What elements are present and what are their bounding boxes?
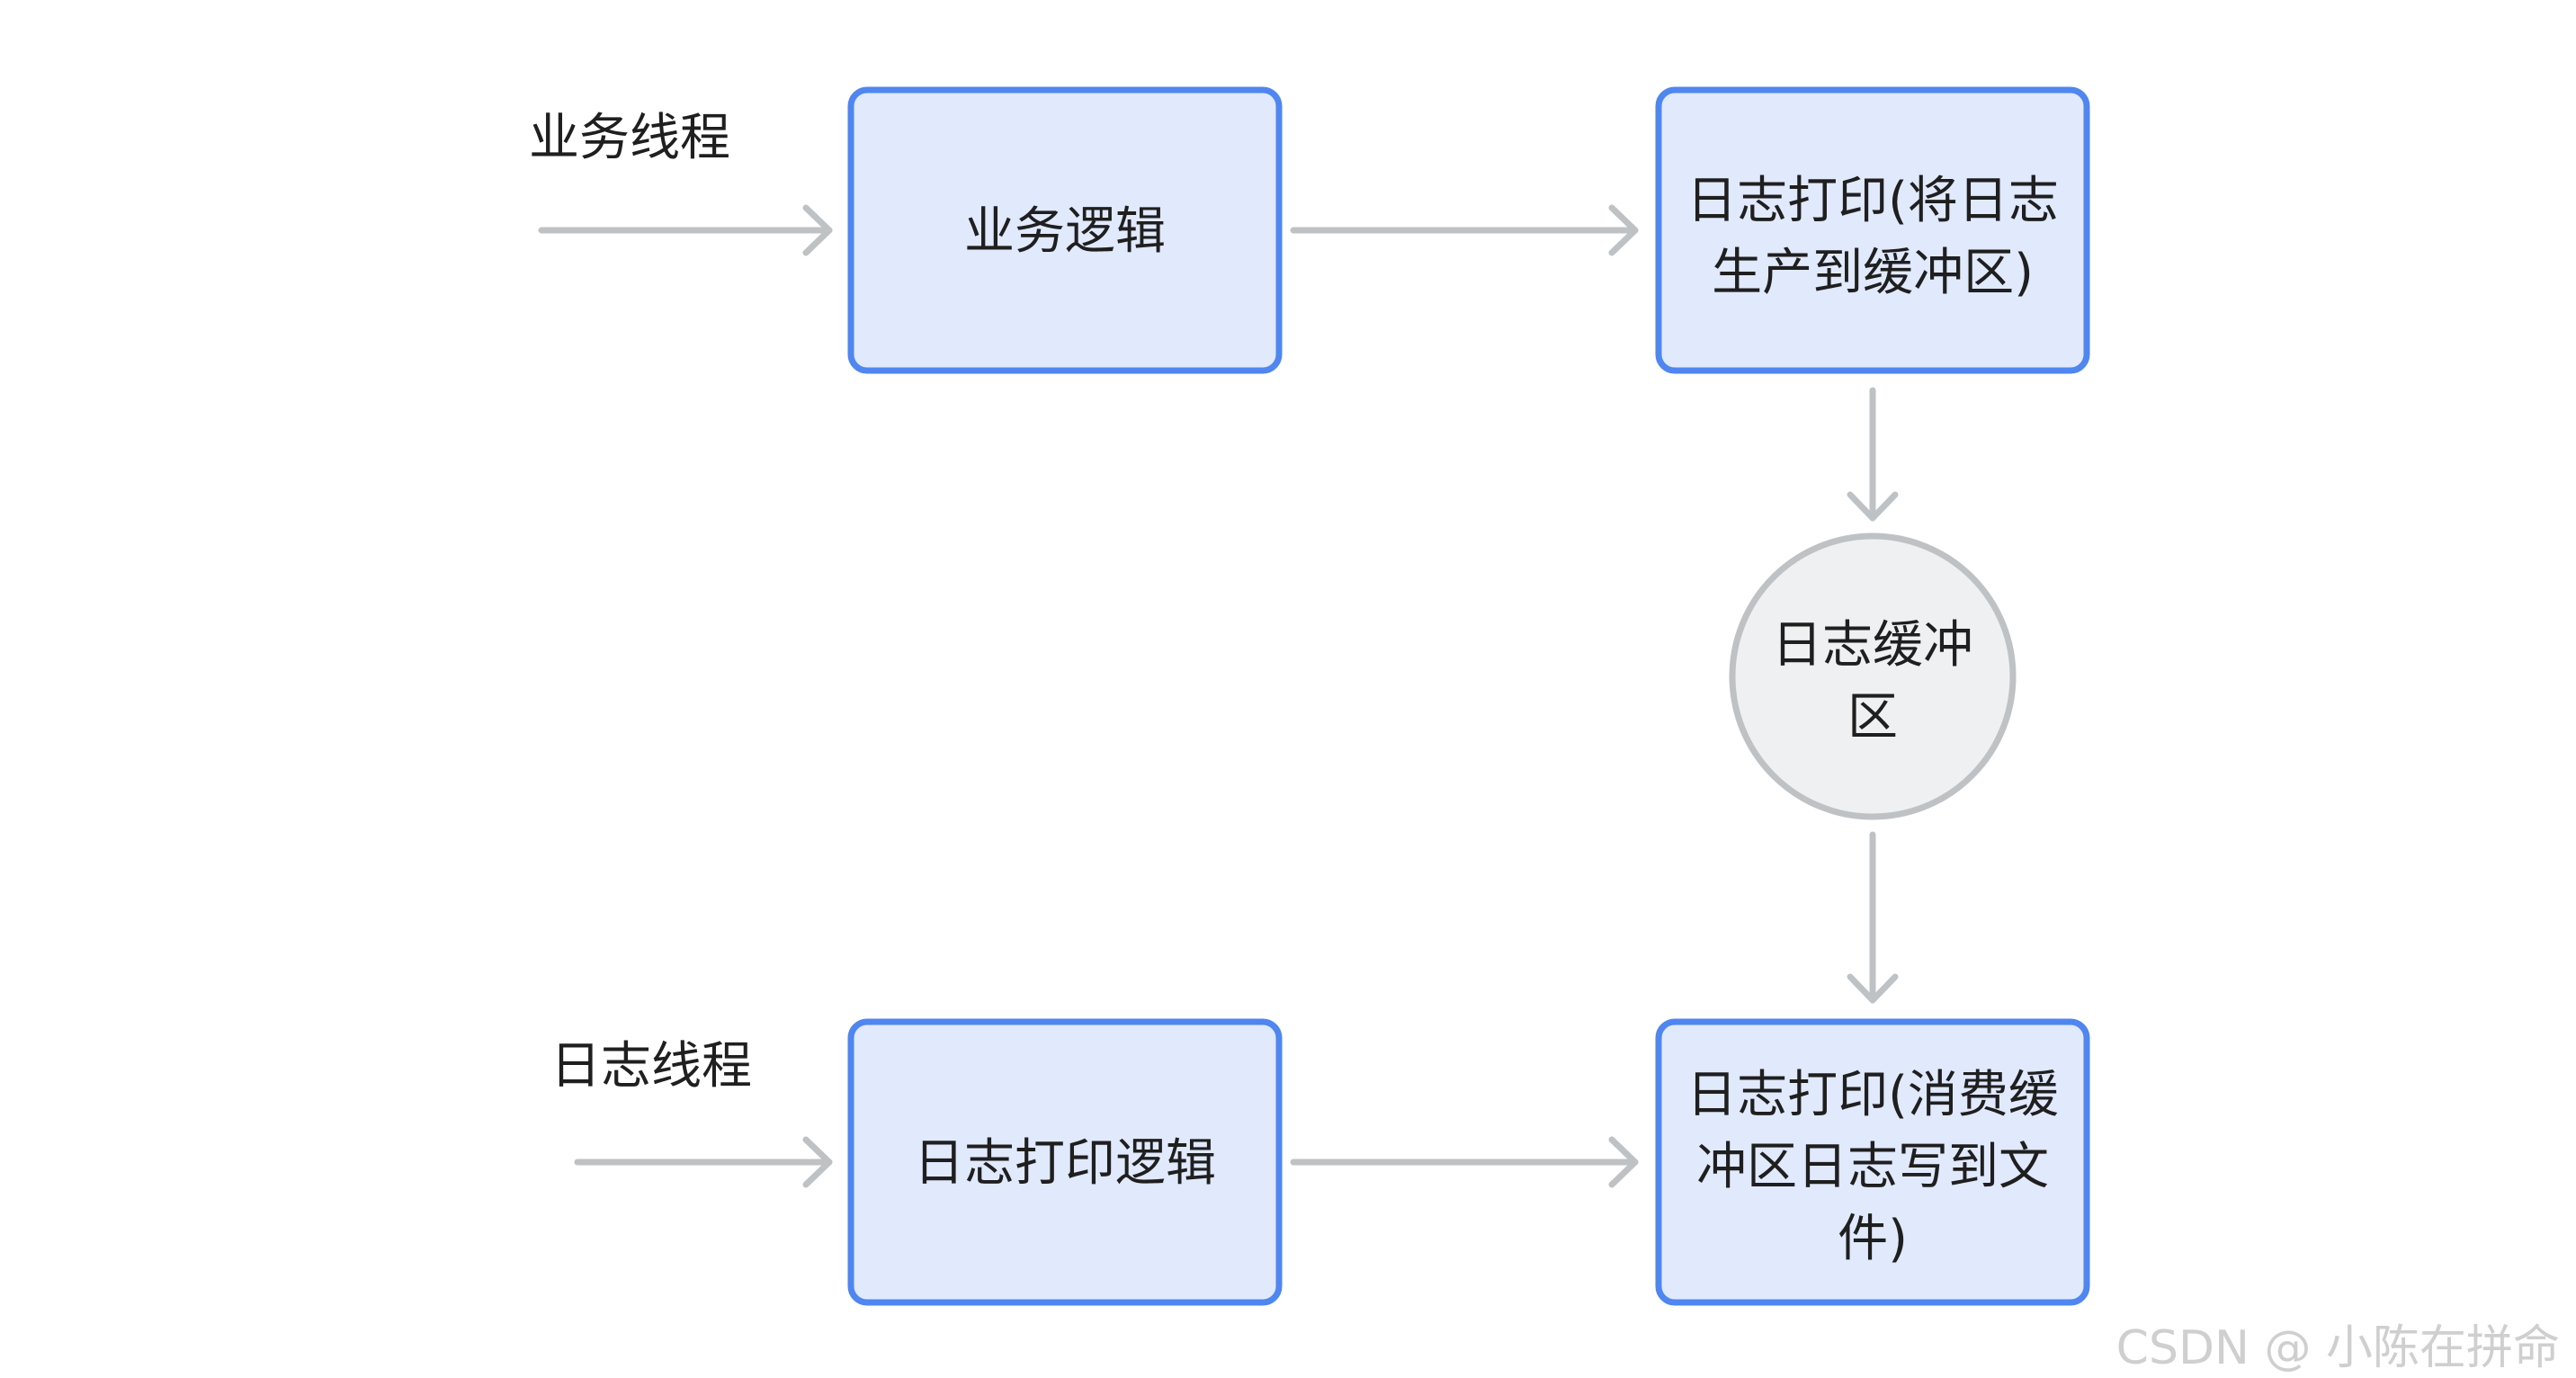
arrow-business-thread-to-business-logic: [538, 204, 833, 256]
arrow-log-thread-to-log-print-logic: [574, 1136, 833, 1188]
log-print-consume-node: 日志打印(消费缓 冲区日志写到文 件): [1655, 1018, 2090, 1306]
log-print-logic-node: 日志打印逻辑: [847, 1018, 1283, 1306]
arrow-business-logic-to-log-produce: [1290, 204, 1639, 256]
arrow-log-print-logic-to-log-consume: [1290, 1136, 1639, 1188]
business-logic-node: 业务逻辑: [847, 86, 1283, 374]
watermark: CSDN @ 小陈在拼命: [2116, 1321, 2560, 1375]
business-logic-label: 业务逻辑: [964, 202, 1166, 261]
arrows: [538, 204, 1899, 1188]
log-buffer-label-line1: 日志缓冲: [1772, 616, 1973, 675]
log-print-consume-label-line1: 日志打印(消费缓: [1686, 1066, 2059, 1124]
log-print-produce-label-line1: 日志打印(将日志: [1686, 172, 2059, 230]
log-print-consume-label-line3: 件): [1838, 1210, 1908, 1268]
log-print-produce-node: 日志打印(将日志 生产到缓冲区): [1655, 86, 2090, 374]
log-buffer-node: 日志缓冲 区: [1729, 532, 2017, 820]
log-buffer-label-line2: 区: [1847, 688, 1898, 747]
log-print-logic-label: 日志打印逻辑: [914, 1134, 1216, 1193]
log-print-consume-label-line2: 冲区日志写到文: [1696, 1138, 2049, 1196]
log-print-produce-label-line2: 生产到缓冲区): [1712, 244, 2034, 302]
log-thread-label: 日志线程: [550, 1037, 752, 1096]
business-thread-label: 业务线程: [529, 109, 730, 167]
arrow-log-produce-to-buffer: [1847, 387, 1899, 522]
arrow-buffer-to-log-consume: [1847, 831, 1899, 1004]
